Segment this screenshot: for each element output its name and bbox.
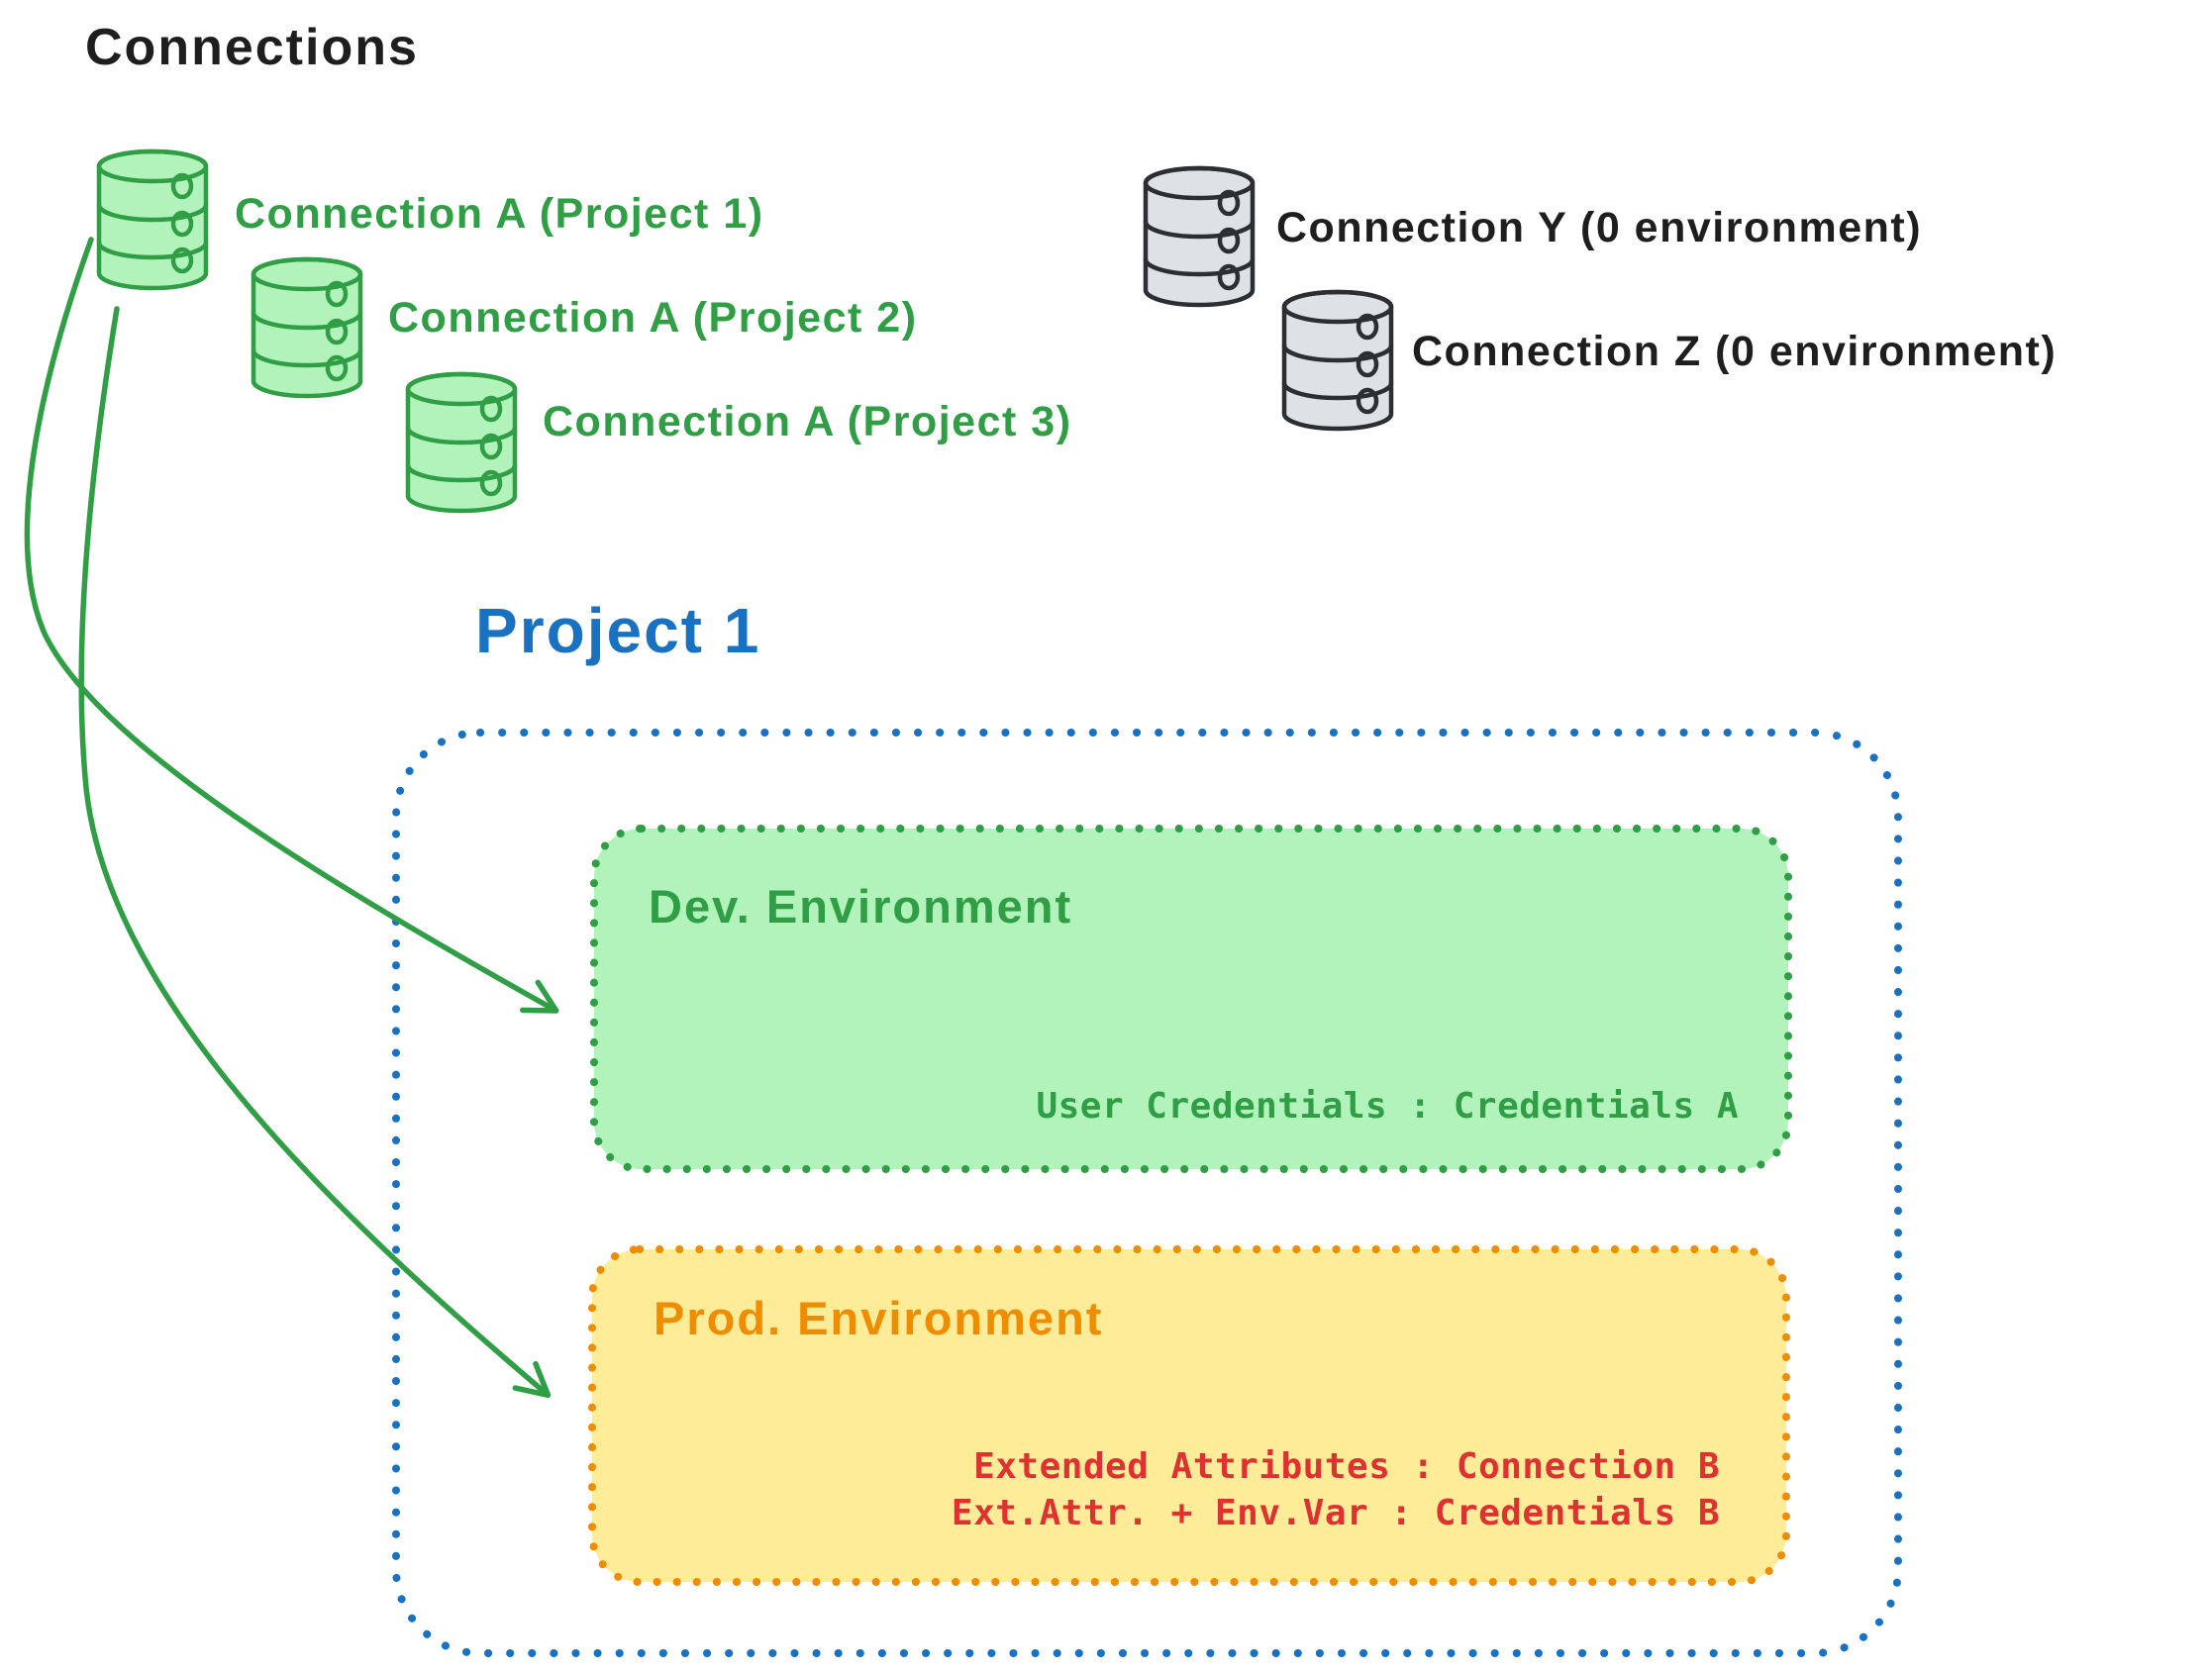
arrow-connection-a-to-prod-environment (78, 306, 552, 1399)
connections-title: Connections (85, 19, 419, 76)
prod-ext-attr-env-var-line: Ext.Attr. + Env.Var : Credentials B (951, 1493, 1720, 1533)
database-icon-connection-z (1281, 289, 1394, 432)
arrow-connection-a-to-dev-environment (24, 237, 559, 1014)
prod-environment-box (588, 1245, 1790, 1586)
database-icon-connection-a-project-2 (251, 256, 363, 399)
database-icon-connection-y (1143, 165, 1256, 308)
prod-extended-attributes-line: Extended Attributes : Connection B (973, 1446, 1720, 1487)
label-connection-a-project-3: Connection A (Project 3) (543, 398, 1072, 445)
prod-environment-credentials-text: Extended Attributes : Connection B Ext.A… (952, 1443, 1720, 1536)
dev-environment-box (590, 825, 1792, 1173)
database-icon-connection-a-project-3 (405, 371, 518, 514)
label-connection-a-project-2: Connection A (Project 2) (388, 294, 918, 342)
project-1-title: Project 1 (475, 595, 761, 666)
label-connection-y: Connection Y (0 environment) (1276, 204, 1923, 251)
label-connection-a-project-1: Connection A (Project 1) (235, 190, 764, 238)
label-connection-z: Connection Z (0 environment) (1412, 328, 2058, 375)
prod-environment-title: Prod. Environment (654, 1292, 1104, 1344)
project-1-boundary-box (392, 729, 1902, 1657)
dev-environment-credentials-text: User Credentials : Credentials A (1036, 1086, 1739, 1127)
dev-environment-title: Dev. Environment (649, 880, 1073, 933)
database-icon-connection-a-project-1 (96, 148, 209, 291)
